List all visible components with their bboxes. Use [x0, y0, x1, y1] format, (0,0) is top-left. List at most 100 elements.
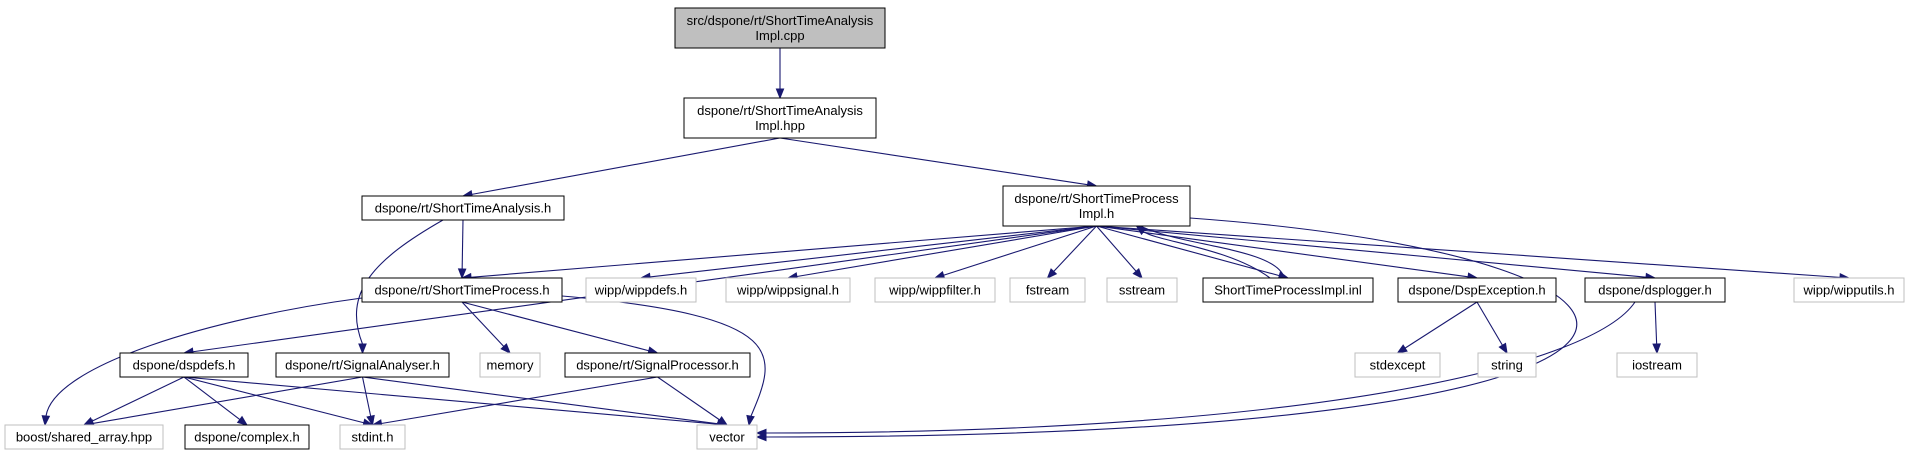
node-vector: vector [696, 424, 758, 450]
node-sta_h[interactable]: dspone/rt/ShortTimeAnalysis.h [361, 195, 565, 221]
node-vector-label-line-0: vector [709, 430, 745, 445]
node-dsplogger[interactable]: dspone/dsplogger.h [1584, 277, 1726, 303]
node-wipputils: wipp/wipputils.h [1793, 277, 1905, 303]
node-dsplogger-box [1584, 277, 1726, 303]
node-staimpl_hpp-label-line-1: Impl.hpp [755, 118, 805, 133]
edge-stpimpl_inl-to-stpimpl_h-arrowhead [1135, 225, 1147, 236]
edge-stpimpl_h-to-dspexc [1096, 225, 1469, 278]
edge-dspdefs-to-vector [183, 376, 719, 425]
edge-stpimpl_h-to-fstream-arrowhead [1046, 268, 1058, 279]
edge-stpimpl_h-to-dsplogger [1096, 225, 1647, 278]
node-fstream-label-line-0: fstream [1026, 283, 1069, 298]
node-stpimpl_h-box [1002, 185, 1191, 227]
edge-siganalyser-to-stdint [361, 376, 372, 417]
node-sstream-label-line-0: sstream [1119, 283, 1165, 298]
edge-stpimpl_h-to-wippsignal [796, 225, 1097, 278]
node-dspdefs-box [119, 352, 249, 378]
edge-main-to-staimpl_hpp-arrowhead [775, 88, 785, 100]
node-stdexcept: stdexcept [1354, 352, 1441, 378]
edge-dsplogger-to-vector-arrowhead [755, 428, 767, 438]
node-sigproc-label-line-0: dspone/rt/SignalProcessor.h [576, 358, 739, 373]
node-iostream-box [1616, 352, 1698, 378]
node-iostream-label-line-0: iostream [1632, 358, 1682, 373]
node-memory-box [479, 352, 541, 378]
edge-stpimpl_h-to-sstream [1096, 225, 1137, 272]
node-wippdefs: wipp/wippdefs.h [585, 277, 697, 303]
node-dsplogger-label-line-0: dspone/dsplogger.h [1598, 283, 1711, 298]
node-main-label-line-0: src/dspone/rt/ShortTimeAnalysis [687, 13, 874, 28]
node-wippfilter-box [874, 277, 996, 303]
node-siganalyser[interactable]: dspone/rt/SignalAnalyser.h [275, 352, 450, 378]
node-dspexc[interactable]: dspone/DspException.h [1397, 277, 1557, 303]
node-stdint-box [339, 424, 406, 450]
node-stpimpl_h-label-line-1: Impl.h [1079, 206, 1114, 221]
node-stp_h[interactable]: dspone/rt/ShortTimeProcess.h [361, 277, 563, 303]
node-stpimpl_inl[interactable]: ShortTimeProcessImpl.inl [1202, 277, 1374, 303]
node-memory: memory [479, 352, 541, 378]
edge-dspdefs-to-complex [183, 376, 241, 420]
edge-dspdefs-to-shared_array [91, 376, 185, 422]
node-wipputils-label-line-0: wipp/wipputils.h [1802, 283, 1894, 298]
node-sstream-box [1106, 277, 1178, 303]
edge-stpimpl_h-to-sstream-arrowhead [1132, 267, 1143, 280]
node-dspdefs-label-line-0: dspone/dspdefs.h [133, 358, 236, 373]
edge-dsplogger-to-iostream-arrowhead [1652, 343, 1661, 355]
edge-sigproc-to-vector-arrowhead [716, 416, 729, 426]
node-sta_h-box [361, 195, 565, 221]
node-string: string [1477, 352, 1537, 378]
edge-dspexc-to-stdexcept [1404, 301, 1478, 349]
node-complex[interactable]: dspone/complex.h [184, 424, 310, 450]
node-stp_h-label-line-0: dspone/rt/ShortTimeProcess.h [374, 283, 549, 298]
edge-dsplogger-to-vector [765, 301, 1636, 434]
edge-stpimpl_h-to-wipputils [1096, 225, 1841, 278]
node-main-box [674, 7, 886, 49]
node-staimpl_hpp-box [683, 97, 877, 139]
node-sstream: sstream [1106, 277, 1178, 303]
edge-stp_h-to-vector [561, 295, 766, 417]
node-wippdefs-label-line-0: wipp/wippdefs.h [594, 283, 688, 298]
node-complex-box [184, 424, 310, 450]
node-dspdefs[interactable]: dspone/dspdefs.h [119, 352, 249, 378]
edge-sigproc-to-stdint [381, 376, 658, 425]
edge-stp_h-to-memory [461, 301, 505, 347]
edge-stp_h-to-sigproc [461, 301, 649, 352]
edge-stp_h-to-shared_array-arrowhead [41, 415, 51, 427]
node-siganalyser-label-line-0: dspone/rt/SignalAnalyser.h [285, 358, 440, 373]
edge-dspexc-to-string [1476, 301, 1503, 346]
node-wippfilter: wipp/wippfilter.h [874, 277, 996, 303]
node-sta_h-label-line-0: dspone/rt/ShortTimeAnalysis.h [375, 201, 552, 216]
edge-stpimpl_h-to-wippdefs [649, 225, 1097, 278]
edge-stpimpl_inl-to-stpimpl_h [1144, 231, 1271, 279]
edge-siganalyser-to-vector [362, 376, 719, 425]
node-complex-label-line-0: dspone/complex.h [194, 430, 300, 445]
edge-stpimpl_h-to-stp_h [470, 225, 1097, 278]
node-stdint: stdint.h [339, 424, 406, 450]
edge-stpimpl_h-to-vector [765, 217, 1577, 438]
node-staimpl_hpp-label-line-0: dspone/rt/ShortTimeAnalysis [697, 103, 863, 118]
edge-siganalyser-to-stdint-arrowhead [366, 414, 375, 427]
edge-dspexc-to-string-arrowhead [1498, 342, 1508, 355]
edge-dspdefs-to-stdint [183, 376, 364, 424]
edge-dspexc-to-stdexcept-arrowhead [1396, 344, 1408, 354]
node-wippdefs-box [585, 277, 697, 303]
node-wipputils-box [1793, 277, 1905, 303]
node-string-box [1477, 352, 1537, 378]
edge-siganalyser-to-shared_array [92, 376, 363, 425]
node-stpimpl_inl-box [1202, 277, 1374, 303]
edge-stp_h-to-vector-arrowhead [746, 414, 755, 427]
node-stpimpl_h[interactable]: dspone/rt/ShortTimeProcessImpl.h [1002, 185, 1191, 227]
edge-staimpl_hpp-to-stpimpl_h [779, 137, 1088, 186]
node-fstream-box [1009, 277, 1086, 303]
node-sigproc[interactable]: dspone/rt/SignalProcessor.h [564, 352, 751, 378]
node-shared_array: boost/shared_array.hpp [4, 424, 164, 450]
node-shared_array-label-line-0: boost/shared_array.hpp [16, 430, 152, 445]
edge-stpimpl_h-to-stpimpl_inl [1096, 225, 1280, 277]
edge-dspdefs-to-complex-arrowhead [236, 415, 249, 426]
node-memory-label-line-0: memory [487, 358, 534, 373]
node-fstream: fstream [1009, 277, 1086, 303]
node-sigproc-box [564, 352, 751, 378]
